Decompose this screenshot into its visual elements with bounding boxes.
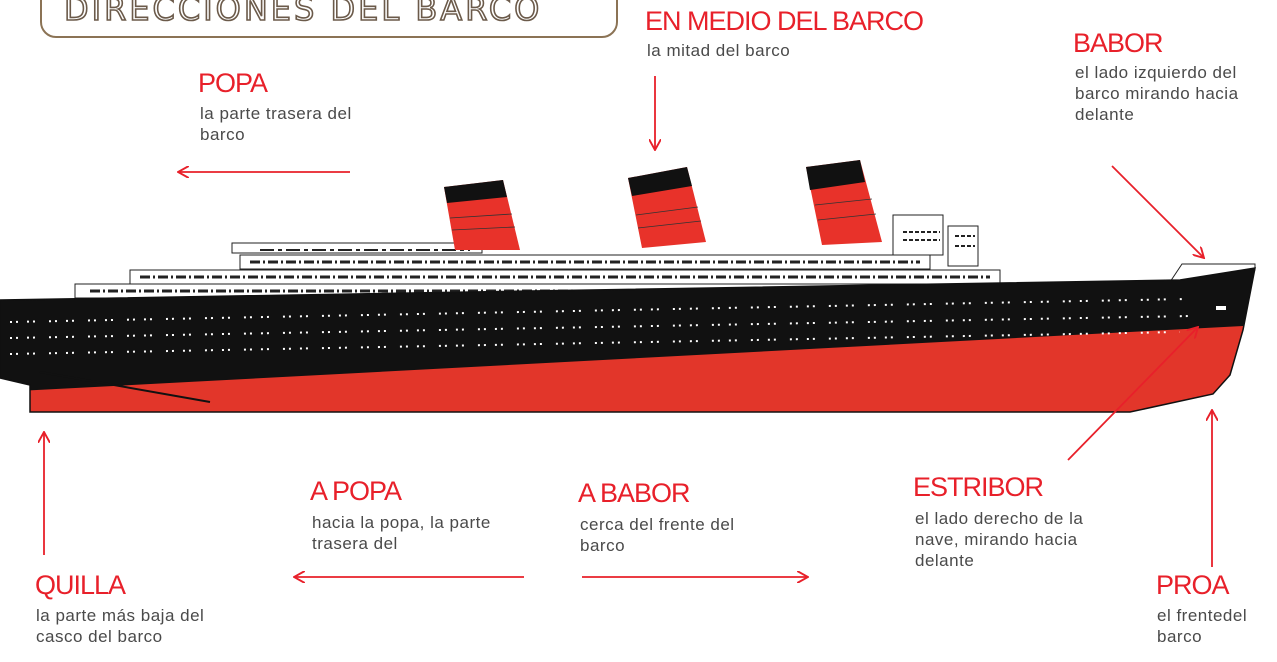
label-en-medio-desc: la mitad del barco: [647, 41, 791, 60]
label-babor-desc: el lado izquierdo del barco mirando haci…: [1075, 63, 1239, 124]
ship: [0, 160, 1256, 413]
label-a-babor-term: A BABOR: [578, 478, 691, 508]
arrow-estribor: [1067, 327, 1198, 461]
title-box: DIRECCIONES DEL BARCO: [40, 0, 618, 38]
funnel-aft: [444, 180, 520, 250]
label-estribor-term: ESTRIBOR: [913, 472, 1044, 502]
funnel-fore: [806, 160, 882, 245]
label-a-babor-desc: cerca del frente del barco: [580, 515, 735, 555]
funnel-middle: [628, 167, 706, 248]
label-estribor-desc: el lado derecho de la nave, mirando haci…: [915, 509, 1084, 570]
label-proa-term: PROA: [1156, 570, 1230, 600]
arrow-babor: [1111, 165, 1204, 258]
label-quilla-desc: la parte más baja del casco del barco: [36, 606, 205, 646]
label-a-popa-term: A POPA: [310, 476, 402, 506]
arrows: [44, 76, 1212, 577]
page-title: DIRECCIONES DEL BARCO: [63, 0, 543, 29]
label-a-popa-desc: hacia la popa, la parte trasera del: [312, 513, 491, 553]
label-quilla-term: QUILLA: [35, 570, 126, 600]
label-proa-desc: el frentedel barco: [1157, 606, 1248, 646]
label-popa-term: POPA: [198, 68, 268, 98]
label-en-medio-term: EN MEDIO DEL BARCO: [645, 6, 924, 36]
label-babor-term: BABOR: [1073, 28, 1164, 58]
label-popa-desc: la parte trasera del barco: [200, 104, 352, 144]
